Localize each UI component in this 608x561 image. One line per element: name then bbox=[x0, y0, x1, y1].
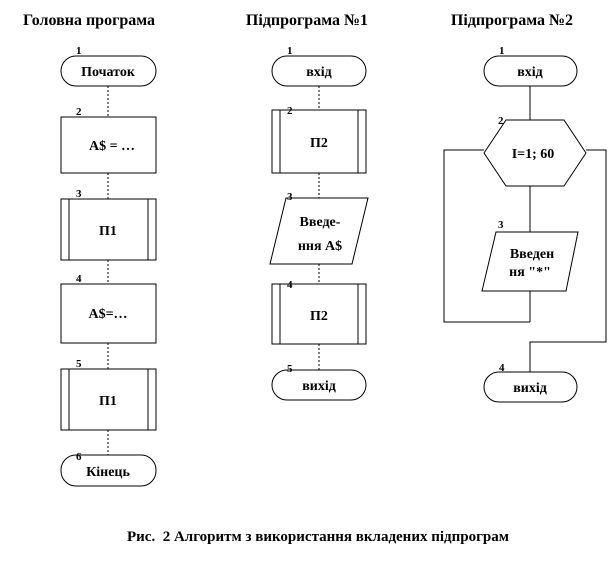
block-number: 3 bbox=[287, 191, 293, 203]
subroutine-block bbox=[271, 283, 367, 345]
block-number: 3 bbox=[76, 188, 82, 200]
block-label: вхід bbox=[306, 65, 332, 80]
terminator-entry bbox=[271, 55, 367, 87]
block-number: 3 bbox=[498, 219, 504, 231]
block-label: А$=… bbox=[88, 307, 127, 322]
block-number: 1 bbox=[287, 45, 293, 57]
main-program-column: 1 Початок 2 А$ = … 3 П1 4 А$=… 5 П1 6 Кі… bbox=[60, 45, 157, 487]
block-number: 2 bbox=[498, 115, 504, 127]
block-number: 2 bbox=[287, 105, 293, 117]
terminator-entry bbox=[483, 55, 578, 87]
block-number: 4 bbox=[499, 362, 505, 374]
loop-block bbox=[483, 119, 587, 187]
subprogram-1-column: 1 вхід 2 П2 3 Введе- ння А$ 4 П2 5 вихід bbox=[269, 45, 369, 401]
process-block bbox=[60, 116, 157, 174]
subroutine-block bbox=[60, 368, 157, 431]
block-label: Кінець bbox=[86, 465, 130, 480]
title-subprogram-2: Підпрограма №2 bbox=[451, 12, 573, 29]
block-label: Початок bbox=[81, 65, 136, 80]
block-label: П2 bbox=[310, 136, 328, 151]
terminator-end bbox=[60, 454, 157, 487]
subroutine-block bbox=[271, 109, 367, 174]
block-number: 6 bbox=[76, 451, 82, 463]
block-number: 1 bbox=[76, 45, 82, 57]
block-number: 5 bbox=[287, 363, 293, 375]
block-label: вихід bbox=[513, 381, 547, 396]
block-label: А$ = … bbox=[89, 139, 135, 154]
terminator-start bbox=[60, 55, 157, 87]
loop-back-line bbox=[443, 149, 530, 323]
title-main-program: Головна програма bbox=[23, 12, 155, 29]
process-block bbox=[60, 283, 157, 344]
block-label-line-1: Введе- bbox=[300, 215, 341, 230]
block-number: 4 bbox=[287, 279, 293, 291]
block-label-line-2: ння А$ bbox=[298, 239, 342, 254]
block-label: П1 bbox=[99, 394, 117, 409]
terminator-exit bbox=[271, 369, 367, 401]
block-label: вихід bbox=[302, 379, 336, 394]
block-number: 1 bbox=[499, 45, 505, 57]
block-label: П2 bbox=[310, 309, 328, 324]
block-label-line-1: Введен bbox=[510, 247, 554, 262]
block-number: 5 bbox=[76, 358, 82, 370]
block-label-line-2: ня "*" bbox=[509, 265, 551, 280]
block-number: 4 bbox=[76, 273, 82, 285]
io-block bbox=[269, 197, 369, 265]
block-label: вхід bbox=[517, 65, 543, 80]
title-subprogram-1: Підпрограма №1 bbox=[246, 12, 368, 29]
block-label: I=1; 60 bbox=[512, 147, 555, 162]
io-block bbox=[481, 231, 579, 292]
block-number: 2 bbox=[76, 106, 82, 118]
terminator-exit bbox=[483, 371, 578, 403]
block-label: П1 bbox=[99, 224, 117, 239]
figure-caption: Рис. 2 Алгоритм з використання вкладених… bbox=[127, 529, 509, 545]
loop-exit-line bbox=[529, 149, 607, 372]
subroutine-block bbox=[60, 198, 157, 261]
subprogram-2-column: 1 вхід 2 I=1; 60 3 Введен ня "*" 4 вихід bbox=[443, 45, 607, 403]
